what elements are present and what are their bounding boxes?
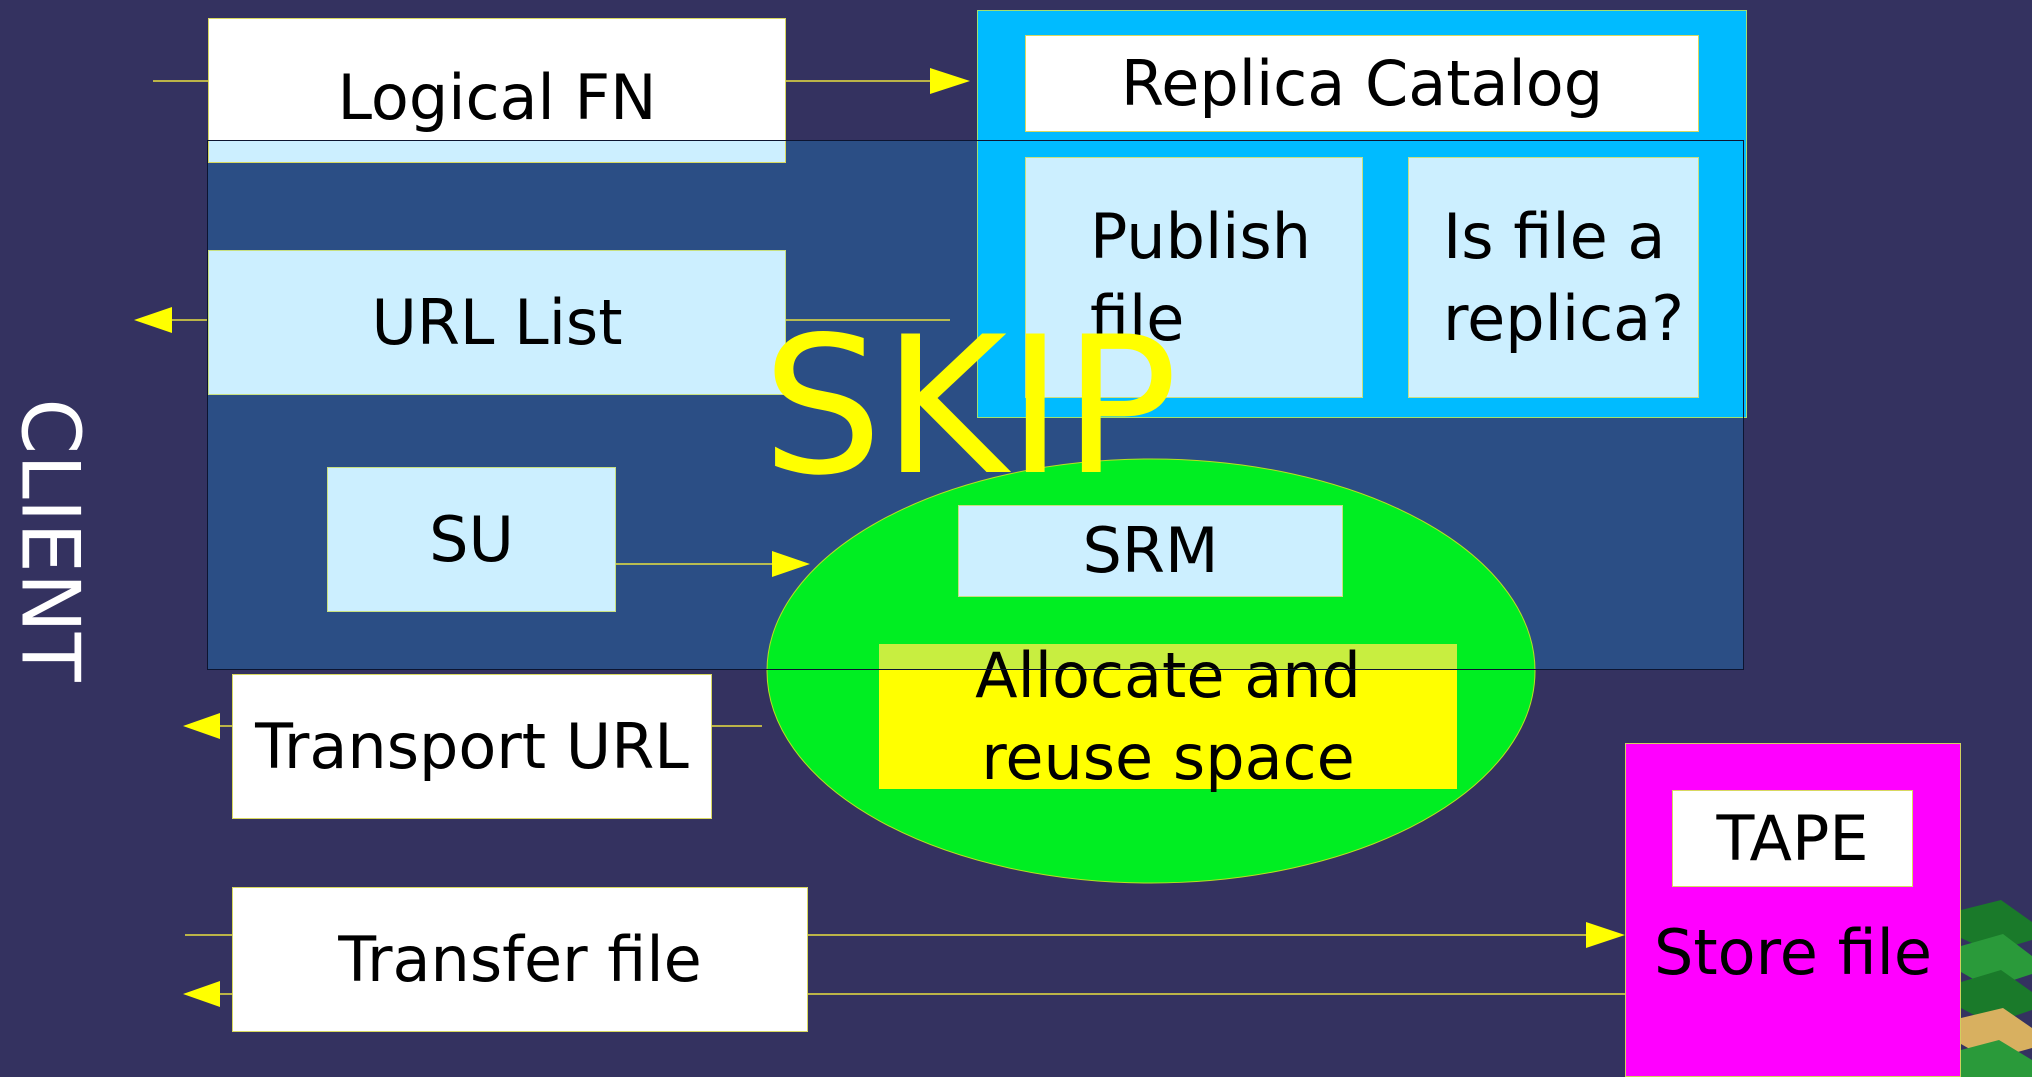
- arrowhead-to-srm: [772, 551, 810, 577]
- tape-box: TAPE: [1672, 790, 1913, 887]
- is-replica-box: Is file a replica?: [1408, 157, 1699, 398]
- skip-watermark: SKIP: [762, 296, 1178, 517]
- logical-fn-label: Logical FN: [337, 61, 657, 134]
- tape-label: TAPE: [1716, 801, 1869, 875]
- stacked-tapes-icon: [1961, 900, 2032, 1077]
- store-file-box: Store file: [1625, 905, 1961, 1000]
- transfer-file-box: Transfer file: [232, 887, 808, 1032]
- transport-url-label: Transport URL: [255, 709, 689, 783]
- srm-label: SRM: [1082, 514, 1219, 588]
- arrowhead-transfer-file: [183, 981, 220, 1007]
- publish-file-box: Publish file: [1025, 157, 1363, 398]
- client-label: CLIENT: [3, 398, 97, 682]
- transfer-file-label: Transfer file: [338, 922, 702, 996]
- replica-catalog-box: Replica Catalog: [1025, 35, 1699, 132]
- logical-fn-box: Logical FN: [208, 18, 786, 163]
- transport-url-box: Transport URL: [232, 674, 712, 819]
- arrowhead-to-store: [1586, 922, 1625, 948]
- arrowhead-transport-url: [183, 713, 220, 739]
- su-box: SU: [327, 467, 616, 612]
- url-list-label: URL List: [371, 285, 623, 359]
- arrowhead-to-catalog: [930, 68, 970, 94]
- arrowhead-url-list: [134, 307, 172, 333]
- allocate-label: Allocate and reuse space: [975, 638, 1361, 794]
- publish-file-label: Publish file: [1090, 199, 1311, 355]
- url-list-box: URL List: [208, 250, 786, 395]
- su-label: SU: [429, 502, 514, 576]
- store-file-label: Store file: [1653, 915, 1932, 989]
- allocate-box: Allocate and reuse space: [879, 639, 1457, 794]
- replica-catalog-label: Replica Catalog: [1120, 46, 1604, 120]
- is-replica-label: Is file a replica?: [1443, 199, 1685, 355]
- srm-box: SRM: [958, 505, 1343, 597]
